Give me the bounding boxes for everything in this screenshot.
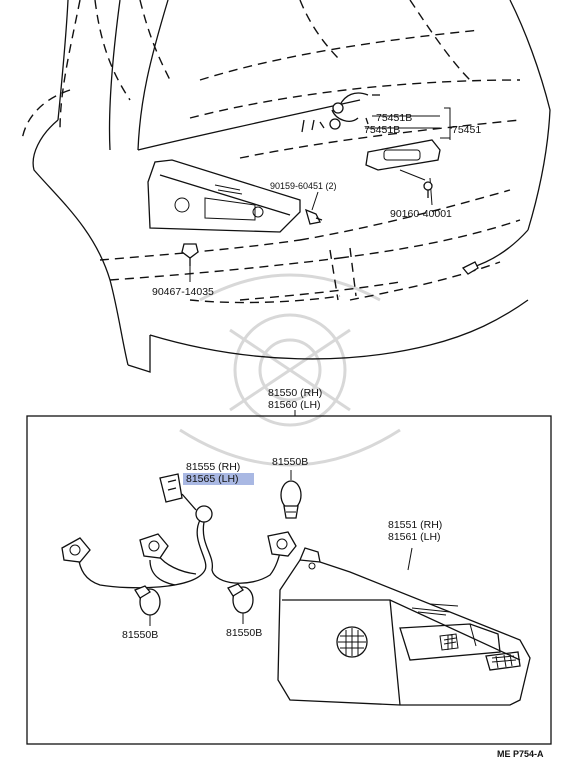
screw-license — [305, 208, 323, 225]
socket-left — [61, 537, 91, 563]
label-lamp-rh: 81550 (RH) — [268, 387, 322, 399]
label-screw-license: 90159-60451 (2) — [270, 181, 337, 191]
upper-labels: 75451B 75451B 75451 90159-60451 (2) 9016… — [152, 112, 481, 298]
lens-housing — [277, 547, 531, 706]
clip — [181, 243, 199, 266]
license-plate-light — [301, 92, 441, 171]
lens-leader — [407, 547, 413, 571]
bulb-right — [227, 583, 254, 614]
exploded-view-frame — [26, 415, 552, 745]
diagram-code: ME P754-A — [497, 749, 544, 759]
installed-tail-lamp — [147, 159, 301, 233]
label-clip: 90467-14035 — [152, 286, 214, 298]
socket-middle — [139, 533, 169, 559]
vehicle-rear-body — [21, 0, 551, 373]
label-bracket-a: 75451B — [376, 112, 412, 124]
label-bulb-right: 81550B — [226, 627, 262, 639]
watermark-emblem — [179, 273, 401, 467]
label-license-light: 75451 — [452, 124, 481, 136]
socket-right — [267, 531, 297, 557]
label-socket-rh: 81555 (RH) — [186, 461, 240, 473]
wire-harness — [77, 473, 283, 589]
exhaust-tip — [461, 261, 479, 275]
label-lens-rh: 81551 (RH) — [388, 519, 442, 531]
screw-lower — [423, 181, 433, 198]
socket-highlight — [183, 473, 254, 485]
bulb-top — [280, 480, 302, 519]
label-lens-lh: 81561 (LH) — [388, 531, 441, 543]
label-bulb-top: 81550B — [272, 456, 308, 468]
label-screw-lower: 90160-40001 — [390, 208, 452, 220]
label-socket-lh: 81565 (LH) — [186, 473, 239, 485]
label-bracket-b: 75451B — [364, 124, 400, 136]
label-lamp-lh: 81560 (LH) — [268, 399, 321, 411]
label-bulb-left: 81550B — [122, 629, 158, 641]
bulb-left — [134, 585, 161, 616]
